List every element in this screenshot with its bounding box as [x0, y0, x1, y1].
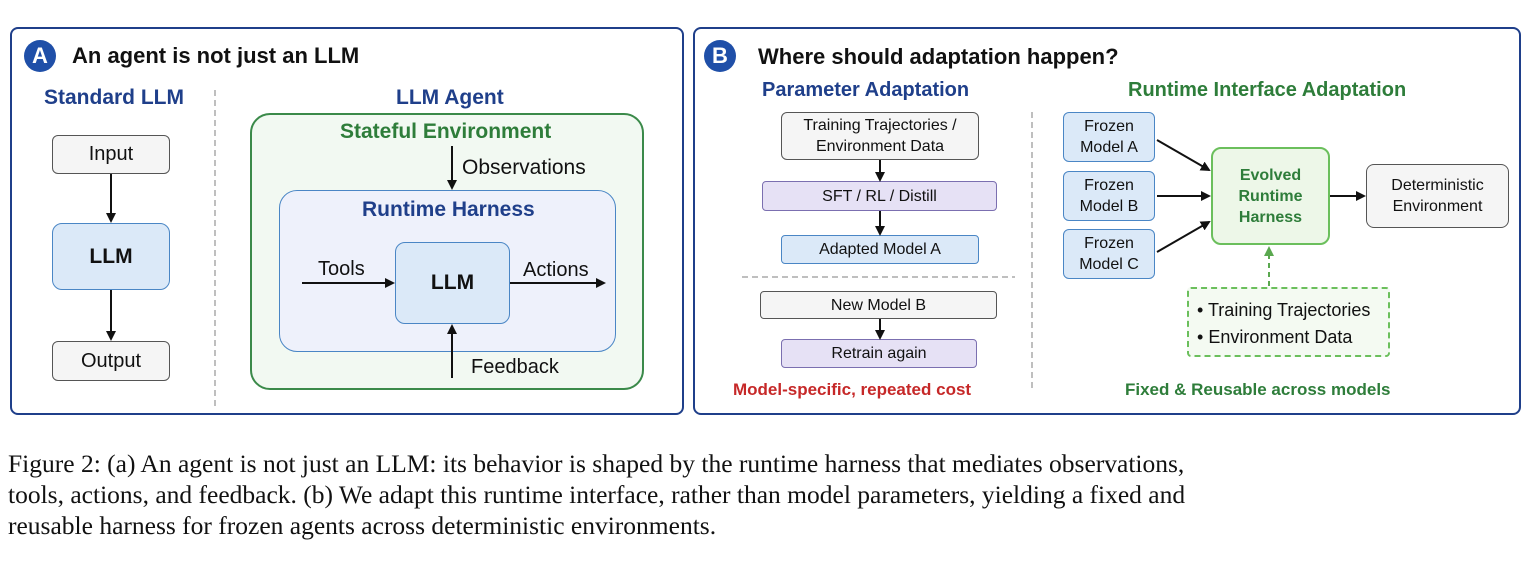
frozen-model-b-box: Frozen Model B [1063, 171, 1155, 221]
frozen-a-line2: Model A [1080, 139, 1138, 156]
evolved-line2: Runtime [1238, 187, 1303, 205]
training-data-dashed-box [1187, 287, 1390, 357]
runtime-interface-heading: Runtime Interface Adaptation [1128, 79, 1407, 101]
feedback-label: Feedback [471, 356, 559, 378]
llm-label-agent: LLM [430, 271, 475, 294]
training-data-line1: Training Trajectories / [803, 117, 957, 134]
observations-label: Observations [462, 156, 586, 179]
stateful-environment-heading: Stateful Environment [340, 120, 552, 143]
training-data-box: Training Trajectories / Environment Data [781, 112, 979, 160]
sft-label: SFT / RL / Distill [822, 187, 937, 205]
frozen-b-line1: Frozen [1084, 177, 1134, 194]
tools-label: Tools [318, 258, 365, 280]
panel-b-title: Where should adaptation happen? [758, 44, 1119, 69]
caption-line-1: Figure 2: (a) An agent is not just an LL… [8, 449, 1185, 478]
bullet2-label: Environment Data [1208, 327, 1353, 347]
output-box: Output [52, 341, 170, 381]
new-model-label: New Model B [830, 296, 927, 314]
evolved-line3: Harness [1238, 208, 1303, 226]
panel-a-badge: A [24, 40, 56, 72]
retrain-label: Retrain again [831, 345, 927, 362]
bullet-training-trajectories: • Training Trajectories [1197, 300, 1371, 320]
retrain-box: Retrain again [781, 339, 977, 368]
adapted-model-label: Adapted Model A [819, 241, 941, 258]
llm-box-standard: LLM [52, 223, 170, 290]
cost-note: Model-specific, repeated cost [733, 380, 972, 399]
sft-rl-distill-box: SFT / RL / Distill [762, 181, 997, 211]
reusable-note: Fixed & Reusable across models [1125, 380, 1391, 399]
adapted-model-a-box: Adapted Model A [781, 235, 979, 264]
input-box: Input [52, 135, 170, 174]
input-label: Input [88, 143, 134, 165]
frozen-model-a-box: Frozen Model A [1063, 112, 1155, 162]
frozen-model-c-box: Frozen Model C [1063, 229, 1155, 279]
training-data-line2: Environment Data [815, 138, 945, 155]
panel-a-title: An agent is not just an LLM [72, 43, 360, 68]
frozen-c-line2: Model C [1079, 256, 1139, 273]
det-line2: Environment [1392, 198, 1483, 215]
bullet-environment-data: • Environment Data [1197, 327, 1353, 347]
det-line1: Deterministic [1391, 177, 1484, 194]
parameter-adaptation-heading: Parameter Adaptation [762, 79, 970, 101]
new-model-b-box: New Model B [760, 291, 997, 319]
figure-caption: Figure 2: (a) An agent is not just an LL… [8, 448, 1528, 541]
caption-line-3: reusable harness for frozen agents acros… [8, 511, 717, 540]
llm-agent-heading: LLM Agent [396, 86, 504, 109]
frozen-c-line1: Frozen [1084, 235, 1134, 252]
bullet1-label: Training Trajectories [1207, 300, 1371, 320]
actions-label: Actions [523, 259, 589, 281]
llm-label-standard: LLM [89, 244, 133, 268]
standard-llm-heading: Standard LLM [44, 86, 184, 109]
evolved-line1: Evolved [1239, 166, 1302, 184]
frozen-b-line2: Model B [1079, 198, 1139, 215]
llm-box-agent: LLM [395, 242, 510, 324]
runtime-harness-heading: Runtime Harness [362, 198, 535, 221]
deterministic-env-box: Deterministic Environment [1366, 164, 1509, 228]
frozen-a-line1: Frozen [1084, 118, 1134, 135]
caption-line-2: tools, actions, and feedback. (b) We ada… [8, 480, 1186, 509]
output-label: Output [80, 349, 142, 372]
evolved-harness-box: Evolved Runtime Harness [1211, 147, 1330, 245]
panel-b-badge: B [704, 40, 736, 72]
